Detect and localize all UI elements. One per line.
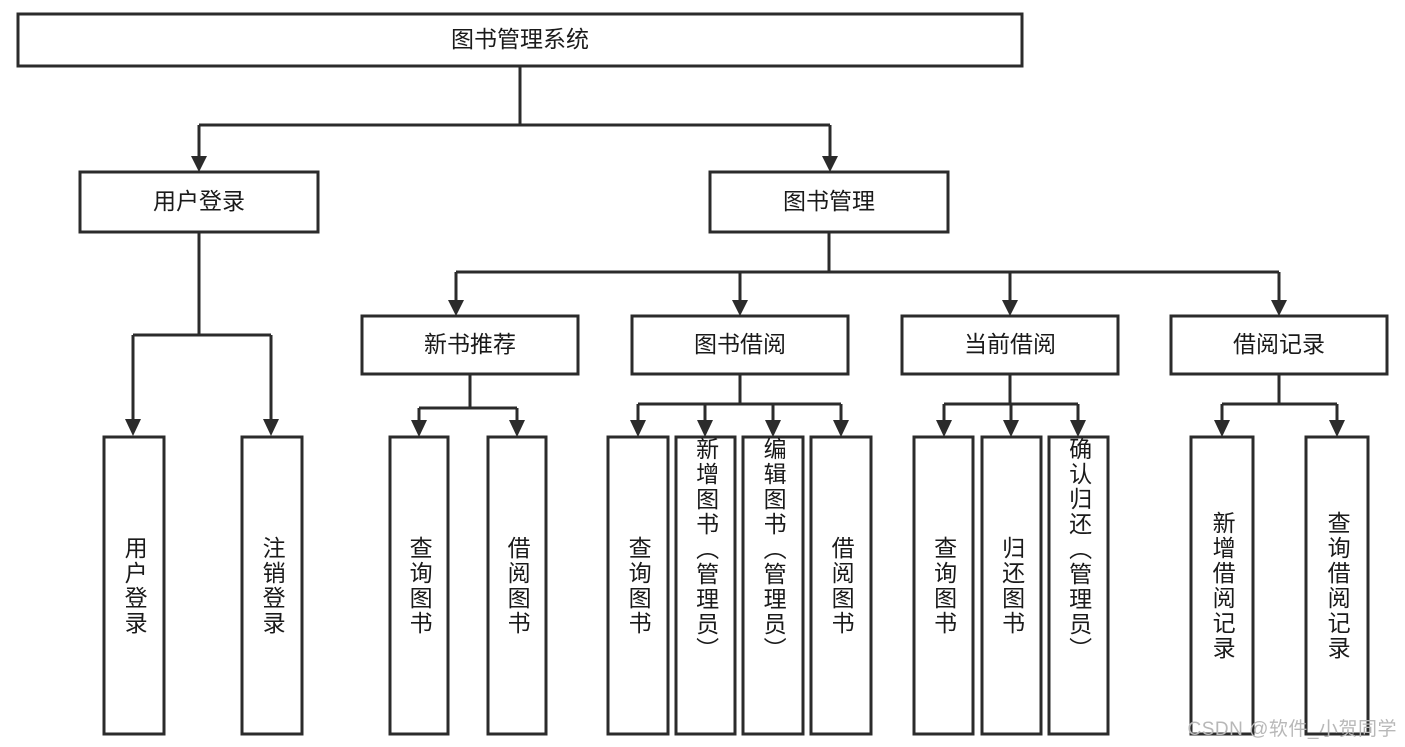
watermark-text: CSDN @软件_小贺同学 (1187, 719, 1397, 740)
leaf-box-borrow-book-2[interactable] (809, 435, 873, 736)
leaf-box-add-record[interactable] (1189, 435, 1255, 736)
node-root-label: 图书管理系统 (451, 26, 589, 52)
leaf-box-edit-book[interactable] (741, 435, 805, 736)
node-user-login[interactable]: 用户登录 (78, 170, 320, 234)
connector-newbook-to-leaves (411, 374, 525, 437)
connector-currentborrow-to-leaves (936, 374, 1086, 437)
leaf-box-query-record[interactable] (1304, 435, 1370, 736)
connector-root-to-level2 (191, 66, 838, 172)
node-book-management-label: 图书管理 (783, 188, 875, 214)
connector-borrowrecord-to-leaves (1214, 374, 1345, 437)
node-new-book-recommend-label: 新书推荐 (424, 331, 516, 357)
node-book-management[interactable]: 图书管理 (708, 170, 950, 234)
leaf-box-confirm-return[interactable] (1047, 435, 1110, 736)
connector-userlogin-to-leaves (125, 232, 279, 436)
node-borrow-record-label: 借阅记录 (1233, 331, 1325, 357)
connector-bookmgmt-to-level3 (448, 232, 1287, 316)
node-book-borrow[interactable]: 图书借阅 (630, 314, 850, 376)
leaf-box-query-book-2[interactable] (606, 435, 670, 736)
leaf-boxes (102, 435, 1370, 736)
node-root[interactable]: 图书管理系统 (16, 12, 1024, 68)
node-book-borrow-label: 图书借阅 (694, 331, 786, 357)
leaf-box-borrow-book-1[interactable] (486, 435, 548, 736)
leaf-box-query-book-1[interactable] (388, 435, 450, 736)
leaf-box-query-book-3[interactable] (912, 435, 975, 736)
node-borrow-record[interactable]: 借阅记录 (1169, 314, 1389, 376)
node-user-login-label: 用户登录 (153, 188, 245, 214)
leaf-box-user-login[interactable] (102, 435, 166, 736)
leaf-box-return-book[interactable] (980, 435, 1043, 736)
leaf-box-add-book[interactable] (674, 435, 737, 736)
leaf-box-logout[interactable] (240, 435, 304, 736)
node-new-book-recommend[interactable]: 新书推荐 (360, 314, 580, 376)
node-current-borrow-label: 当前借阅 (964, 331, 1056, 357)
connector-bookborrow-to-leaves (630, 374, 849, 437)
node-current-borrow[interactable]: 当前借阅 (900, 314, 1120, 376)
